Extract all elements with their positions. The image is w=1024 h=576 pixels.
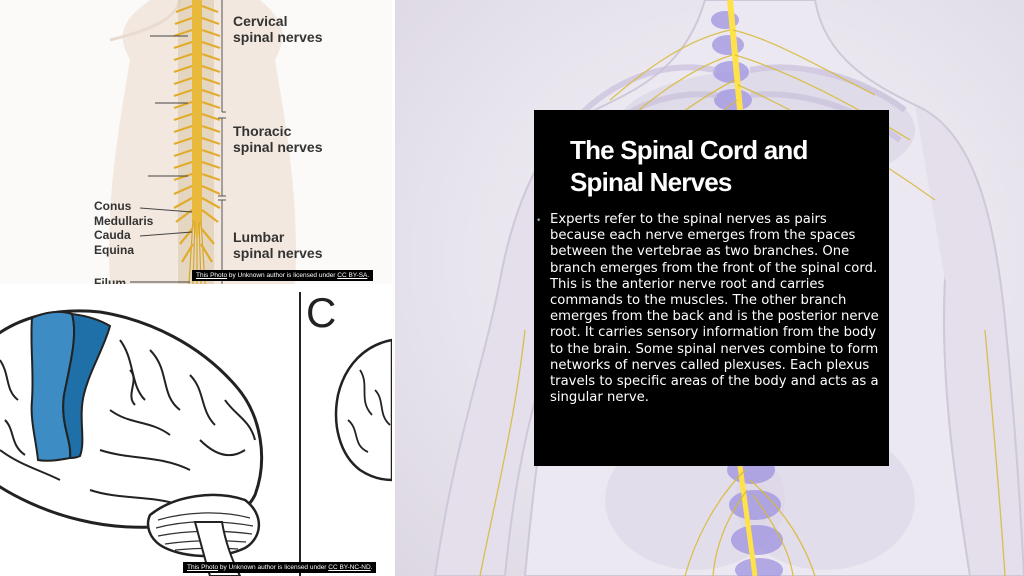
cervical-label-line1: Cervical [233, 13, 288, 29]
brain-diagram: C This Photo by Unknown author is licens… [0, 290, 392, 576]
spinal-nerves-diagram: Cervical spinal nerves Thoracic spinal n… [0, 0, 392, 284]
cauda-label-line1: Cauda [94, 228, 131, 242]
conus-medullaris-label: Conus Medullaris [94, 199, 153, 229]
spine-graphic [109, 0, 296, 284]
credit-photo-link[interactable]: This Photo [196, 272, 228, 279]
cauda-label-line2: Equina [94, 243, 135, 257]
cervical-label-line2: spinal nerves [233, 29, 323, 45]
slide-title[interactable]: The Spinal Cord and Spinal Nerves [570, 135, 808, 197]
credit-photo-link[interactable]: This Photo [187, 564, 219, 571]
credit-text: by Unknown author is licensed under [227, 272, 338, 279]
thoracic-label-line2: spinal nerves [233, 139, 323, 155]
thoracic-label-line1: Thoracic [233, 123, 292, 139]
credit-license-link[interactable]: CC BY-NC-ND [328, 564, 371, 571]
panel-letter: C [306, 290, 337, 336]
cauda-equina-label: Cauda Equina [94, 228, 134, 258]
content-text-box: The Spinal Cord and Spinal Nerves • Expe… [534, 110, 889, 466]
cervical-label: Cervical spinal nerves [233, 13, 323, 45]
photo-credit-spine: This Photo by Unknown author is licensed… [192, 270, 374, 281]
credit-end: . [367, 272, 370, 279]
brain-graphic [0, 292, 392, 576]
bullet-icon: • [536, 216, 542, 226]
conus-label-line1: Conus [94, 199, 132, 213]
photo-credit-brain: This Photo by Unknown author is licensed… [183, 562, 377, 573]
thoracic-label: Thoracic spinal nerves [233, 123, 323, 155]
credit-text: by Unknown author is licensed under [218, 564, 329, 571]
filum-label: Filum [94, 276, 126, 284]
slide-body-text[interactable]: Experts refer to the spinal nerves as pa… [550, 212, 879, 406]
lumbar-label: Lumbar spinal nerves [233, 229, 323, 261]
lumbar-label-line2: spinal nerves [233, 245, 323, 261]
credit-end: . [370, 564, 373, 571]
filum-label-text: Filum [94, 276, 126, 284]
conus-label-line2: Medullaris [94, 214, 154, 228]
lumbar-label-line1: Lumbar [233, 229, 285, 245]
credit-license-link[interactable]: CC BY-SA [337, 272, 368, 279]
